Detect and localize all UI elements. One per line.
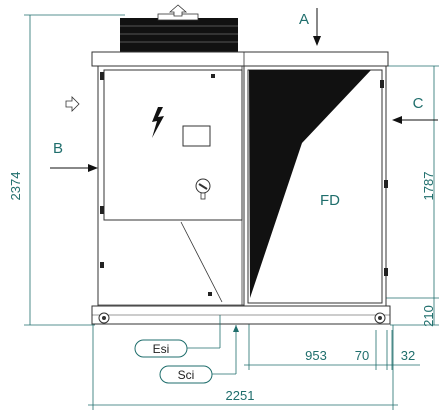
dimension-height-total: 2374 (8, 172, 23, 201)
electrical-panel (97, 65, 245, 312)
dimension-seg-70: 70 (355, 348, 369, 363)
water-connections (134, 315, 239, 384)
airflow-label-b: B (53, 140, 63, 157)
dimension-width-total: 2251 (226, 388, 255, 403)
base-frame (91, 305, 391, 325)
coil-label: FD (320, 192, 340, 209)
arrow-a-icon (313, 36, 321, 46)
dimension-seg-953: 953 (305, 348, 327, 363)
dimension-height-coil: 1787 (421, 172, 436, 201)
dimension-seg-32: 32 (401, 348, 415, 363)
connection-esi-label: Esi (153, 342, 170, 356)
connection-sci-label: Sci (178, 368, 195, 382)
coil-section (243, 65, 388, 307)
airflow-label-a: A (299, 11, 309, 28)
control-display-window (182, 125, 211, 147)
connection-esi-tag (134, 339, 188, 358)
fan-assembly (120, 13, 238, 52)
dimension-base-offset: 210 (421, 305, 436, 327)
top-frame (91, 51, 389, 67)
fan-exhaust-arrow-icon (168, 4, 188, 17)
arrow-b-icon (88, 164, 98, 172)
airflow-arrows (50, 8, 438, 172)
coil-black-fill (249, 70, 371, 298)
arrow-c-icon (392, 116, 402, 124)
high-voltage-icon (152, 107, 164, 138)
connection-sci-tag (159, 365, 213, 384)
air-inlet-arrow-icon (65, 96, 80, 112)
airflow-label-c: C (413, 95, 424, 112)
main-switch-icon (195, 178, 211, 200)
